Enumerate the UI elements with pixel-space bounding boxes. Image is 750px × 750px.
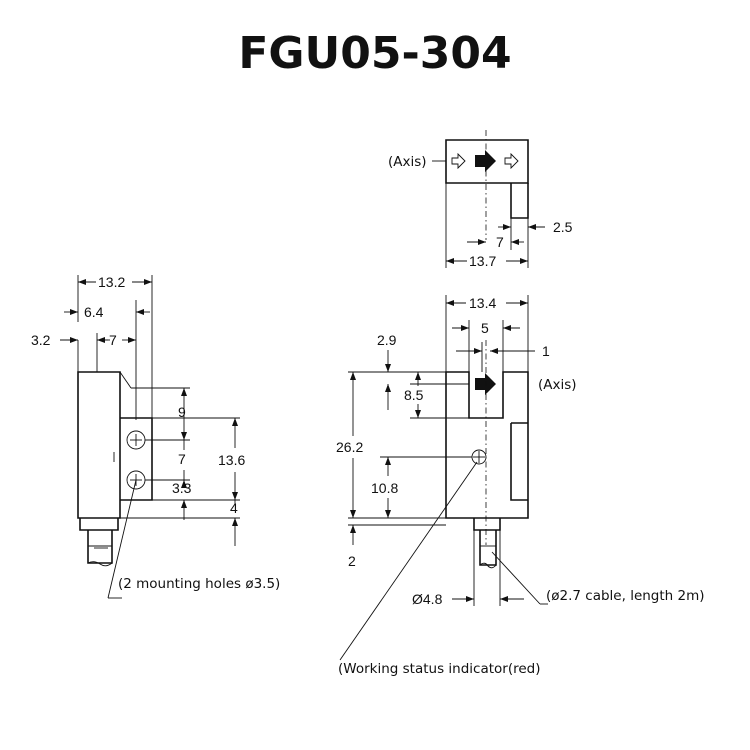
dim-9: 9: [178, 404, 186, 420]
dim-13-2: 13.2: [98, 274, 125, 290]
dim-2: 2: [348, 553, 356, 569]
dim-26-2: 26.2: [336, 439, 363, 455]
dim-6-4: 6.4: [84, 304, 104, 320]
drawing-title: FGU05-304: [238, 28, 512, 79]
dim-2-5: 2.5: [553, 219, 573, 235]
beam-arrow-icon: [475, 150, 496, 172]
dim-1: 1: [542, 343, 550, 359]
dim-7-side-mid: 7: [178, 451, 186, 467]
indicator-note: (Working status indicator(red): [338, 661, 540, 677]
top-axis-label: (Axis): [388, 154, 427, 170]
dim-7-top: 7: [496, 234, 504, 250]
dim-4-8: Ø4.8: [412, 591, 443, 607]
side-view: 13.2 6.4 3.2 7 9 7: [31, 274, 280, 599]
dim-3-2: 3.2: [31, 332, 51, 348]
top-view: (Axis) 2.5 7 13.7: [388, 130, 573, 269]
dim-13-4: 13.4: [469, 295, 496, 311]
dim-2-9: 2.9: [377, 332, 397, 348]
dim-13-7: 13.7: [469, 253, 496, 269]
front-beam-arrow-icon: [475, 373, 496, 395]
dim-8-5: 8.5: [404, 387, 424, 403]
mounting-holes-note: (2 mounting holes ø3.5): [118, 576, 280, 592]
cable-note: (ø2.7 cable, length 2m): [546, 588, 705, 604]
dim-7-side-top: 7: [109, 332, 117, 348]
front-axis-label: (Axis): [538, 377, 577, 393]
dim-4: 4: [230, 500, 238, 516]
dim-3-3: 3.3: [172, 480, 192, 496]
dim-13-6: 13.6: [218, 452, 245, 468]
dim-10-8: 10.8: [371, 480, 398, 496]
front-view: 13.4 5 1 (Axis) 2.9: [336, 295, 705, 677]
dim-5: 5: [481, 320, 489, 336]
